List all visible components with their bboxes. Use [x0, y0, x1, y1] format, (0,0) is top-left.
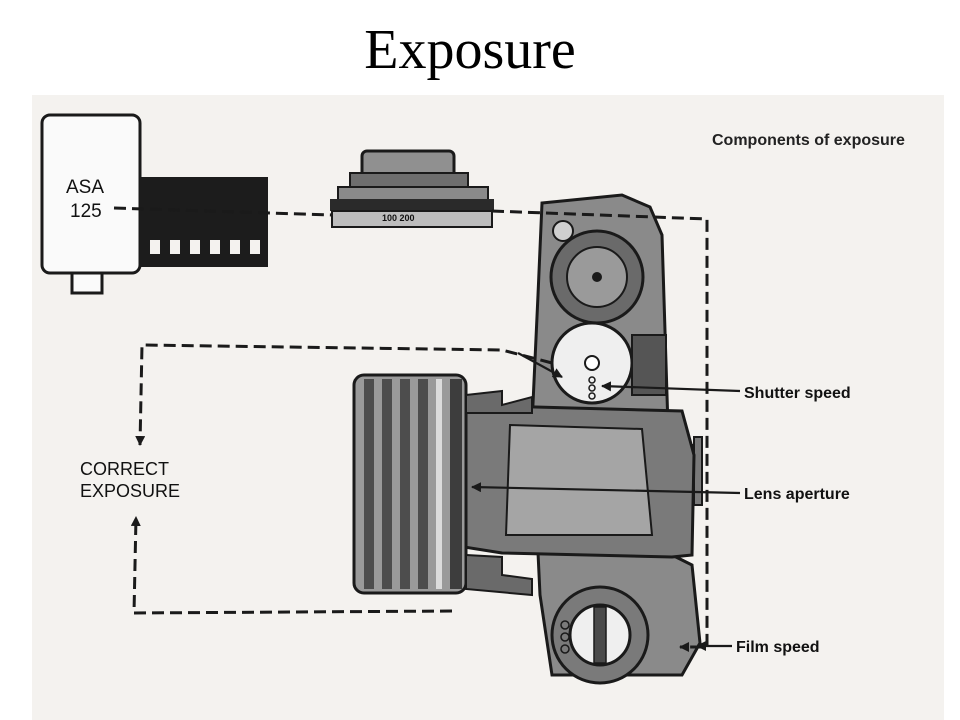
- diagram-heading: Components of exposure: [712, 132, 905, 149]
- shutter-dial-illustration: [330, 149, 494, 228]
- label-shutter-speed: Shutter speed: [744, 385, 851, 402]
- film-canister-illustration: [40, 113, 268, 295]
- shutter-dial-arrow: [517, 352, 563, 378]
- correct-exposure-line2: EXPOSURE: [80, 481, 180, 501]
- callout-arrows: [471, 381, 741, 651]
- film-label-asa: ASA: [66, 177, 104, 198]
- dial-markings: 100 200: [382, 213, 415, 223]
- exposure-diagram: Components of exposure ASA 125 100 200: [32, 95, 944, 720]
- camera-illustration: [352, 193, 703, 685]
- exposure-connectors: [113, 206, 709, 652]
- correct-exposure-line1: CORRECT: [80, 459, 169, 479]
- slide-title: Exposure: [364, 19, 576, 81]
- label-lens-aperture: Lens aperture: [744, 486, 850, 503]
- film-label-speed: 125: [70, 201, 102, 222]
- label-film-speed: Film speed: [736, 639, 820, 656]
